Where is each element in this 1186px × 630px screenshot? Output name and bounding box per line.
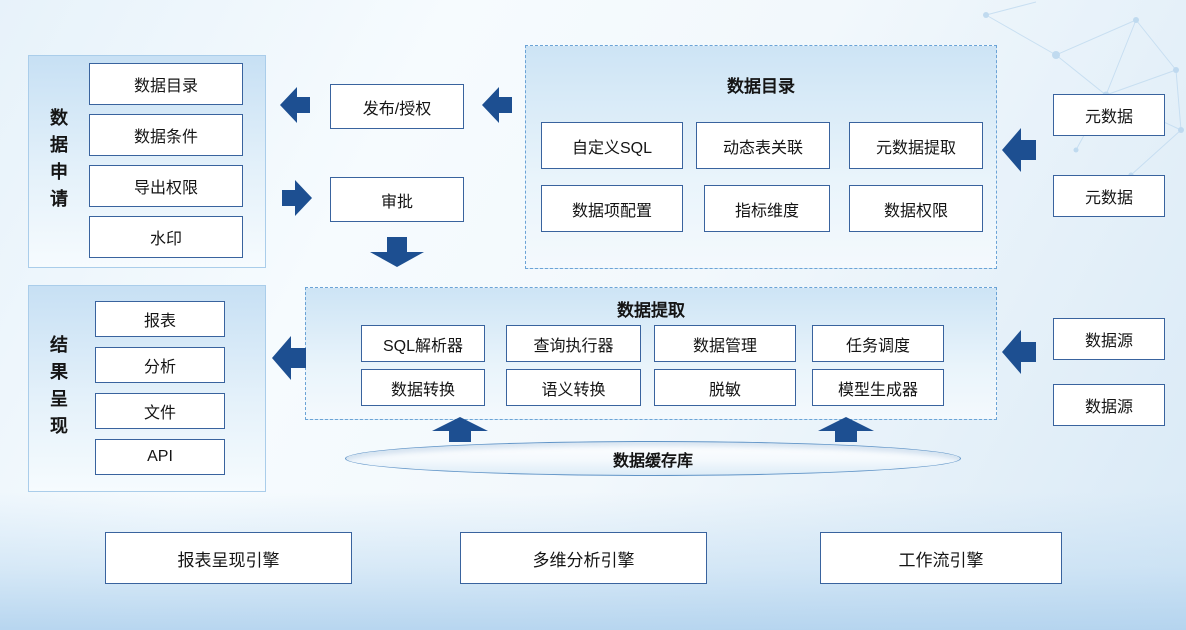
item-indicator-dimension: 指标维度 (704, 185, 830, 232)
report-engine-box: 报表呈现引擎 (105, 532, 352, 584)
datasource-box-2: 数据源 (1053, 384, 1165, 426)
data-catalog-panel: 数据目录 自定义SQL 动态表关联 元数据提取 数据项配置 指标维度 数据权限 (525, 45, 997, 269)
metadata-box-1: 元数据 (1053, 94, 1165, 136)
item-data-catalog: 数据目录 (89, 63, 243, 105)
data-application-panel: 数据申请 数据目录 数据条件 导出权限 水印 (28, 55, 266, 268)
result-presentation-title: 结果呈现 (48, 334, 68, 443)
data-cache-database: 数据缓存库 (345, 441, 961, 476)
data-extraction-title: 数据提取 (617, 301, 685, 320)
data-application-title: 数据申请 (48, 107, 68, 216)
arrow-cache-to-extraction-right-icon (818, 417, 874, 442)
item-model-generator: 模型生成器 (812, 369, 944, 406)
item-data-management: 数据管理 (654, 325, 796, 362)
item-sql-parser: SQL解析器 (361, 325, 485, 362)
item-report: 报表 (95, 301, 225, 337)
metadata-box-2: 元数据 (1053, 175, 1165, 217)
arrow-publish-to-application-icon (280, 87, 310, 123)
data-cache-label: 数据缓存库 (612, 452, 693, 470)
arrow-approve-to-extraction-icon (370, 237, 424, 267)
item-export-permission: 导出权限 (89, 165, 243, 207)
arrow-catalog-to-publish-icon (482, 87, 512, 123)
item-data-transform: 数据转换 (361, 369, 485, 406)
item-metadata-extract: 元数据提取 (849, 122, 983, 169)
publish-authorize-box: 发布/授权 (330, 84, 464, 129)
approve-box: 审批 (330, 177, 464, 222)
data-extraction-panel: 数据提取 SQL解析器 查询执行器 数据管理 任务调度 数据转换 语义转换 脱敏… (305, 287, 997, 420)
item-task-scheduler: 任务调度 (812, 325, 944, 362)
item-data-masking: 脱敏 (654, 369, 796, 406)
item-data-condition: 数据条件 (89, 114, 243, 156)
arrow-extraction-to-result-icon (272, 336, 306, 380)
item-data-permission: 数据权限 (849, 185, 983, 232)
item-analysis: 分析 (95, 347, 225, 383)
result-presentation-panel: 结果呈现 报表 分析 文件 API (28, 285, 266, 492)
item-semantic-transform: 语义转换 (506, 369, 641, 406)
arrow-metadata-to-catalog-icon (1002, 128, 1036, 172)
arrow-datasource-to-extraction-icon (1002, 330, 1036, 374)
data-catalog-title: 数据目录 (727, 77, 795, 96)
workflow-engine-box: 工作流引擎 (820, 532, 1062, 584)
item-file: 文件 (95, 393, 225, 429)
arrow-application-to-approve-icon (282, 180, 312, 216)
item-dynamic-table-join: 动态表关联 (696, 122, 830, 169)
olap-engine-box: 多维分析引擎 (460, 532, 707, 584)
item-api: API (95, 439, 225, 475)
item-custom-sql: 自定义SQL (541, 122, 683, 169)
datasource-box-1: 数据源 (1053, 318, 1165, 360)
item-query-executor: 查询执行器 (506, 325, 641, 362)
item-watermark: 水印 (89, 216, 243, 258)
arrow-cache-to-extraction-left-icon (432, 417, 488, 442)
item-data-item-config: 数据项配置 (541, 185, 683, 232)
